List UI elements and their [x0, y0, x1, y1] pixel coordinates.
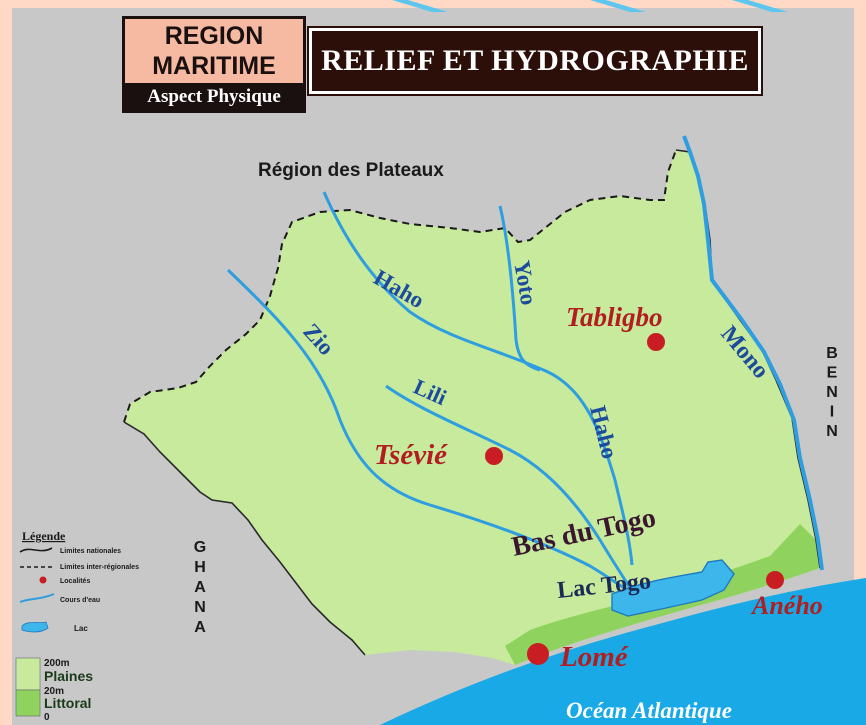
benin-label-letter: N	[826, 384, 838, 401]
legend-lake-symbol	[21, 621, 49, 633]
ghana-label-letter: H	[194, 559, 206, 576]
locality-dot-tsevie	[485, 447, 503, 465]
locality-dot-lome	[527, 643, 549, 665]
national-boundary-west	[123, 421, 366, 656]
legend-item-lac: Lac	[74, 624, 88, 633]
region-landmass	[124, 150, 820, 665]
relief-label-plaines: Plaines	[44, 668, 93, 684]
river-zio	[226, 268, 629, 592]
decor-stripe	[392, 0, 448, 12]
ocean-area	[380, 578, 866, 725]
legend-national-boundary-symbol	[19, 547, 53, 553]
river-mono	[682, 135, 824, 571]
ghana-label-letter: A	[194, 619, 206, 636]
ghana-label-letter: A	[194, 579, 206, 596]
lake-togo	[611, 559, 735, 617]
label-lome: Lomé	[559, 641, 629, 673]
relief-value-200: 200m	[44, 658, 70, 669]
legend-river-symbol	[19, 593, 55, 603]
benin-label-letter: I	[830, 404, 834, 421]
river-yoto	[498, 205, 541, 372]
legend-item-cours-eau: Cours d'eau	[60, 597, 100, 604]
legend-locality-symbol	[39, 576, 47, 584]
relief-swatch-littoral	[15, 689, 41, 717]
label-ocean: Océan Atlantique	[566, 698, 732, 723]
legend-title: Légende	[22, 529, 66, 543]
river-haho-upper	[322, 191, 634, 566]
relief-value-0: 0	[44, 712, 50, 723]
decor-stripe	[590, 0, 646, 12]
benin-label-letter: B	[826, 345, 838, 362]
relief-scale: 200m Plaines 20m Littoral 0	[15, 657, 93, 723]
region-subtitle: Aspect Physique	[125, 83, 303, 110]
locality-dot-tabligbo	[647, 333, 665, 351]
benin-label-letter: N	[826, 423, 838, 440]
label-tsevie: Tsévié	[374, 439, 448, 471]
legend: Légende Limites nationales Limites inter…	[19, 529, 139, 633]
decor-stripe	[732, 0, 788, 12]
label-aneho: Aného	[750, 591, 823, 620]
relief-swatch-plaines	[15, 657, 41, 691]
relief-value-20: 20m	[44, 686, 64, 697]
legend-item-interregional: Limites inter-régionales	[60, 564, 139, 571]
river-lili	[385, 384, 632, 589]
label-tabligbo: Tabligbo	[566, 302, 663, 332]
label-region-plateaux: Région des Plateaux	[258, 160, 444, 181]
map-title: RELIEF ET HYDROGRAPHIE	[309, 28, 761, 94]
ghana-label-letter: N	[194, 599, 206, 616]
benin-label-letter: E	[827, 365, 838, 382]
legend-item-localites: Localités	[60, 578, 90, 585]
relief-label-littoral: Littoral	[44, 695, 91, 711]
ghana-label-letter: G	[194, 539, 206, 556]
locality-dot-aneho	[766, 571, 784, 589]
legend-item-national: Limites nationales	[60, 548, 121, 555]
